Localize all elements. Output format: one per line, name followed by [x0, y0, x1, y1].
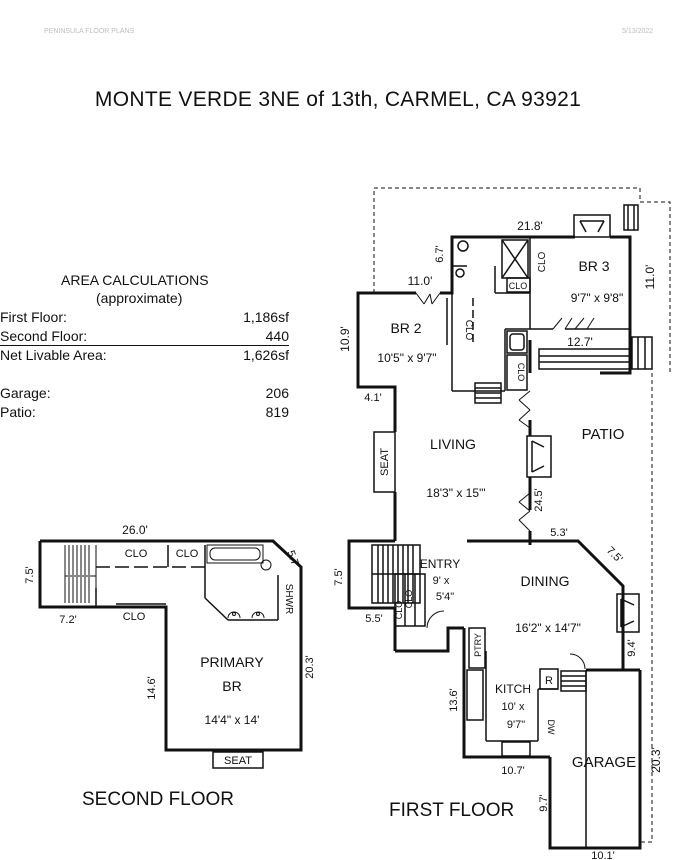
dishwasher-label: DW	[546, 720, 556, 735]
second-floor-label: SECOND FLOOR	[82, 789, 235, 810]
area-value: 440	[265, 328, 289, 344]
dim-label: 5.3'	[550, 527, 567, 539]
br3-name: BR 3	[578, 258, 609, 274]
first-floor-interior	[371, 204, 653, 848]
header-company: PENINSULA FLOOR PLANS	[44, 28, 135, 35]
dining-name: DINING	[521, 573, 570, 589]
entry-size-2: 5'4"	[436, 591, 454, 603]
dim-label: 7.5'	[333, 568, 345, 585]
property-title: MONTE VERDE 3NE of 13th, CARMEL, CA 9392…	[94, 88, 582, 111]
area-calc-subtitle: (approximate)	[96, 290, 183, 306]
first-floor-label: FIRST FLOOR	[389, 800, 515, 821]
patio-outline	[373, 187, 671, 843]
dim-label: 14.6'	[146, 676, 158, 700]
area-value: 1,626sf	[243, 347, 289, 363]
closet-label: CLO	[404, 590, 414, 609]
dim-label: 26.0'	[122, 523, 148, 537]
entry-size-1: 9' x	[433, 575, 450, 587]
primary-br-name: PRIMARY	[200, 654, 264, 670]
closet-label: CLO	[516, 363, 526, 382]
dim-label: 24.5'	[533, 488, 545, 512]
garage-name: GARAGE	[572, 754, 636, 771]
dim-label: 10.7'	[501, 765, 525, 777]
dim-label: 20.3'	[304, 655, 316, 679]
living-name: LIVING	[430, 436, 476, 452]
br3-size: 9'7" x 9'8"	[571, 291, 623, 305]
dim-label: 21.8'	[517, 219, 543, 233]
closet-label: CLO	[509, 281, 528, 291]
closet-label: CLO	[176, 548, 199, 560]
closet-label: CLO	[463, 320, 474, 341]
kitch-size-1: 10' x	[502, 701, 525, 713]
pantry-label: PTRY	[473, 633, 483, 657]
second-floor-plan	[38, 539, 303, 769]
closet-label: CLO	[394, 601, 404, 620]
area-divider	[0, 345, 289, 346]
area-label: Garage:	[0, 385, 51, 401]
primary-br-size: 14'4" x 14'	[205, 713, 260, 727]
area-value: 819	[265, 404, 289, 420]
dim-label: 7.5'	[604, 545, 625, 566]
kitch-name: KITCH	[495, 682, 531, 696]
dim-label: 7.5'	[24, 566, 36, 583]
dining-size: 16'2" x 14'7"	[515, 621, 581, 635]
dim-label: 10.9'	[338, 326, 352, 352]
shower-label: SHWR	[283, 584, 294, 615]
closet-label: CLO	[537, 251, 548, 272]
dim-label: 11.0'	[643, 265, 657, 290]
header-date: 5/13/2022	[622, 28, 654, 35]
dim-label: 7.2'	[59, 614, 76, 626]
living-size: 18'3" x 15'"	[426, 486, 485, 500]
closet-label: CLO	[123, 611, 146, 623]
first-floor-text: 21.8' 6.7' 11.0' 11.0' 10.9' 12.7' 4.1' …	[333, 219, 663, 860]
closet-label: CLO	[125, 548, 148, 560]
refrigerator-label: R	[545, 675, 553, 687]
br2-size: 10'5" x 9'7"	[377, 351, 436, 365]
dim-label: 4.1'	[364, 392, 381, 404]
dim-label: 9.4'	[626, 639, 638, 656]
area-label: First Floor:	[0, 309, 67, 325]
dim-label: 12.7'	[567, 335, 593, 349]
dim-label: 5.7'	[284, 549, 301, 569]
dim-label: 20.3'	[649, 747, 663, 773]
area-label: Patio:	[0, 404, 36, 420]
area-value: 206	[265, 385, 289, 401]
area-value: 1,186sf	[243, 309, 289, 325]
dim-label: 10.1'	[591, 850, 615, 860]
second-floor-text: 26.0' 5.7' 7.5' 7.2' 20.3' 14.6' CLO CLO…	[24, 523, 316, 767]
doors	[415, 292, 595, 670]
area-label: Second Floor:	[0, 328, 88, 344]
dim-label: 9.7'	[538, 794, 550, 811]
dim-label: 5.5'	[365, 613, 382, 625]
dim-label: 6.7'	[434, 245, 446, 262]
first-floor-walls	[347, 235, 642, 850]
entry-name: ENTRY	[420, 557, 460, 571]
br2-name: BR 2	[390, 320, 421, 336]
area-calc-title: AREA CALCULATIONS	[61, 272, 209, 288]
seat-label: SEAT	[224, 755, 252, 767]
area-label: Net Livable Area:	[0, 347, 107, 363]
dim-label: 11.0'	[408, 274, 433, 288]
dim-label: 13.6'	[448, 688, 460, 712]
primary-br-name-2: BR	[222, 678, 241, 694]
seat-label: SEAT	[379, 448, 391, 476]
kitch-size-2: 9'7"	[507, 719, 525, 731]
patio-name: PATIO	[582, 426, 625, 443]
